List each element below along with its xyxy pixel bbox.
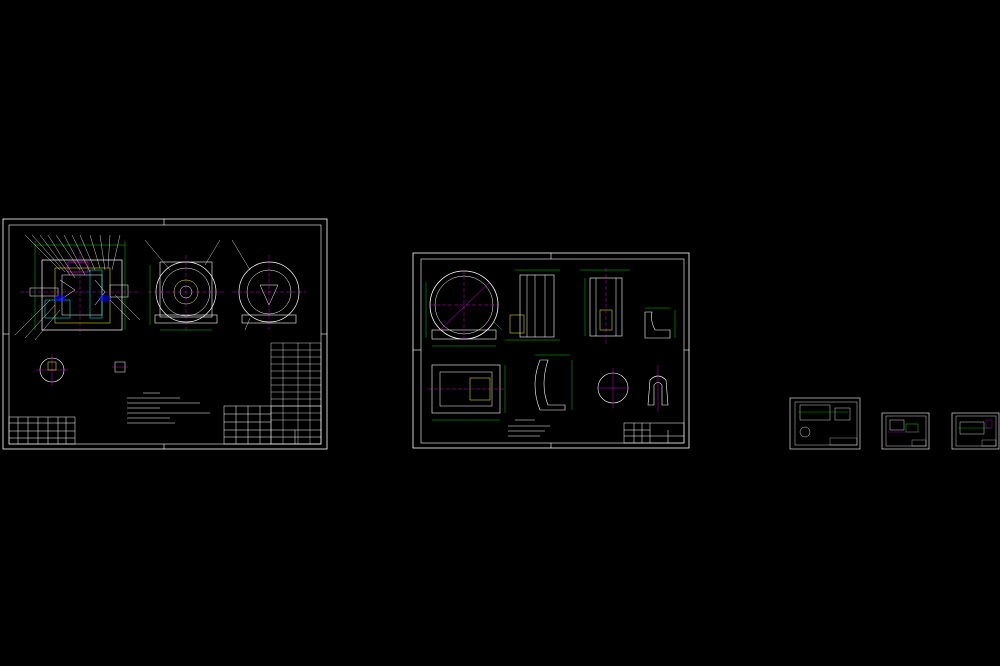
- sheet-thumbnail-2[interactable]: [881, 412, 930, 450]
- assembly-leader-lines: [14, 234, 141, 341]
- housing-arc-view: [647, 365, 669, 412]
- housing-bracket-view: [644, 307, 676, 339]
- sheet-housing[interactable]: [412, 252, 690, 449]
- assembly-detail-views: [36, 354, 128, 386]
- assembly-section-view: [20, 241, 140, 335]
- assembly-side-view: [231, 239, 306, 331]
- assembly-notes: [127, 392, 210, 424]
- assembly-title-block: [223, 405, 322, 445]
- housing-notes: [508, 419, 550, 437]
- housing-top-view: [580, 268, 630, 345]
- housing-title-block: [623, 422, 685, 444]
- sheet-thumbnail-3[interactable]: [951, 412, 1000, 450]
- assembly-spec-table: [8, 416, 76, 445]
- housing-section-circle: [597, 368, 629, 408]
- sheet-assembly[interactable]: [2, 218, 328, 450]
- housing-front-view: [425, 270, 503, 347]
- assembly-front-view: [144, 239, 224, 331]
- housing-side-view: [505, 269, 560, 341]
- housing-plan-view: [428, 364, 506, 421]
- sheet-thumbnail-1[interactable]: [789, 397, 861, 450]
- housing-rib-view: [534, 354, 573, 411]
